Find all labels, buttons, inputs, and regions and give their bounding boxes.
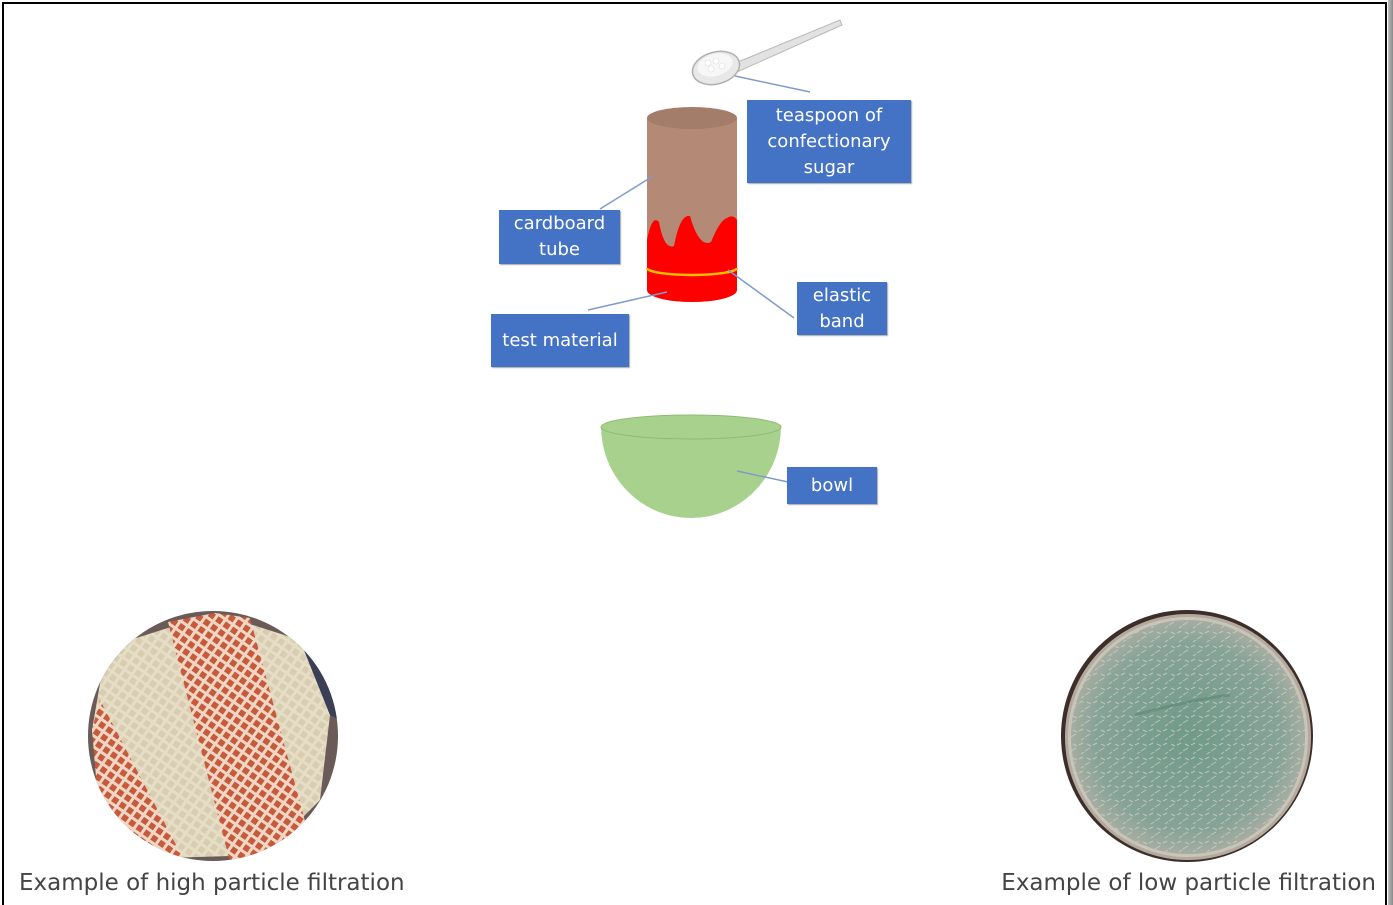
teaspoon-label-line-1: teaspoon of xyxy=(776,103,882,129)
teaspoon-label-line-2: confectionary xyxy=(767,129,890,155)
teaspoon-label: teaspoon of confectionary sugar xyxy=(747,100,911,183)
cardboard-tube-label: cardboard tube xyxy=(499,210,620,264)
bowl-label: bowl xyxy=(787,467,877,504)
elastic-band-label-line-1: elastic xyxy=(813,283,871,309)
elastic-band-label: elastic band xyxy=(797,282,887,335)
cardboard-tube-label-line-2: tube xyxy=(539,237,580,263)
test-material-label-text: test material xyxy=(502,328,617,354)
high-filtration-photo xyxy=(80,600,350,870)
low-filtration-photo xyxy=(1055,605,1320,870)
teaspoon-label-line-3: sugar xyxy=(804,155,855,181)
bowl-label-text: bowl xyxy=(811,473,853,499)
test-material-label: test material xyxy=(491,314,629,367)
high-filtration-caption: Example of high particle filtration xyxy=(19,870,405,896)
elastic-band-label-line-2: band xyxy=(819,309,864,335)
cardboard-tube-label-line-1: cardboard xyxy=(514,211,605,237)
low-filtration-caption: Example of low particle filtration xyxy=(1001,870,1376,896)
bowl-icon xyxy=(601,415,781,518)
teaspoon-icon xyxy=(689,20,842,90)
